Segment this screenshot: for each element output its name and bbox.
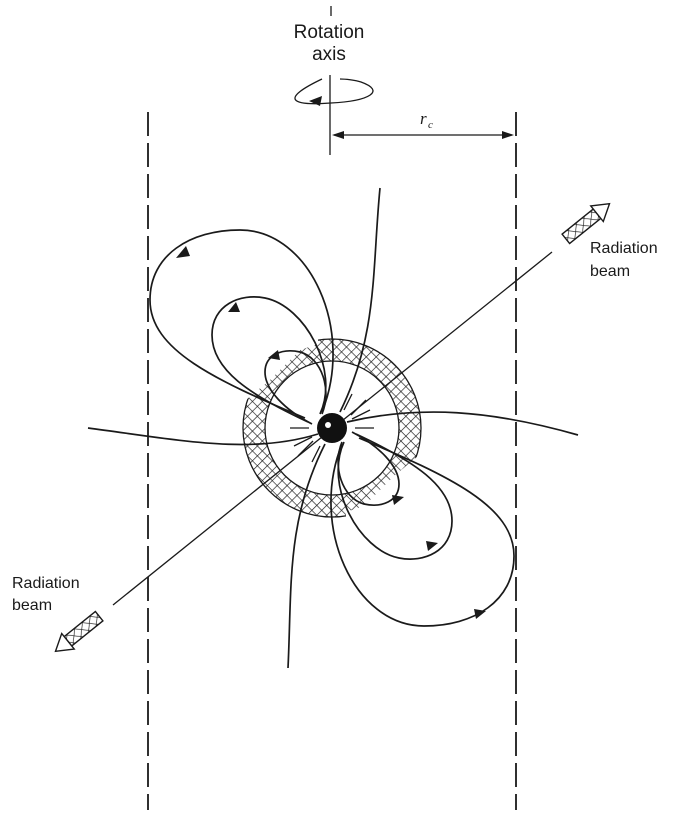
open-field-line-top xyxy=(339,187,381,413)
field-arrow-5-icon xyxy=(426,541,438,551)
open-field-line-bottom xyxy=(287,443,326,669)
radiation-beam-upper-label-line1: Radiation xyxy=(590,240,658,257)
neutron-star-highlight xyxy=(325,422,331,428)
radius-label: r xyxy=(420,109,427,128)
emission-ring-inner-edge xyxy=(264,360,400,496)
radiation-beam-lower-label-line1: Radiation xyxy=(12,575,80,592)
rotation-axis-label-line1: Rotation xyxy=(294,22,365,43)
field-arrow-2-icon xyxy=(228,302,240,312)
rotation-axis-label-line2: axis xyxy=(312,44,346,65)
radius-label-subscript: c xyxy=(428,119,433,131)
field-line-upper-outer xyxy=(149,229,334,419)
rotation-direction-arrow-icon xyxy=(294,78,374,105)
field-arrow-3-icon xyxy=(268,350,280,360)
radius-arrowhead-left-icon xyxy=(332,131,344,139)
radiation-beam-upper-label-line2: beam xyxy=(590,263,630,280)
field-line-lower-inner xyxy=(337,431,400,506)
field-arrow-4-icon xyxy=(392,495,404,505)
open-field-line-left xyxy=(87,427,319,446)
field-arrow-1-icon xyxy=(176,246,190,258)
field-line-upper-middle xyxy=(211,296,327,423)
radiation-beam-lower-arrow xyxy=(54,610,104,653)
field-line-lower-middle xyxy=(337,433,453,560)
radiation-beam-upper-arrow xyxy=(561,202,611,245)
radiation-beam-lower-label-line2: beam xyxy=(12,597,52,614)
field-arrow-6-icon xyxy=(474,609,486,619)
neutron-star xyxy=(317,413,347,443)
emission-spokes xyxy=(290,393,374,463)
field-line-lower-outer xyxy=(330,437,515,627)
open-field-line-right xyxy=(346,411,579,436)
rotation-arrowhead-icon xyxy=(309,96,322,106)
radius-arrowhead-right-icon xyxy=(502,131,514,139)
emission-ring xyxy=(243,339,421,517)
